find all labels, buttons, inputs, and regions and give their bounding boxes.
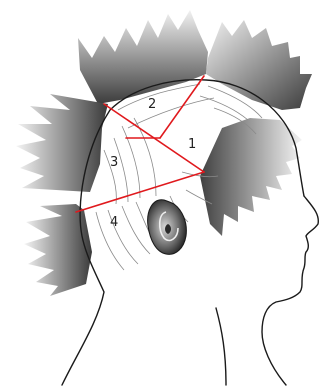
section-line-occipital: [76, 172, 204, 212]
zone-label-2: 2: [148, 97, 156, 112]
ear: [148, 200, 187, 254]
zone-label-1: 1: [188, 137, 196, 152]
zone-label-4: 4: [110, 215, 118, 230]
hair-comb-top-right: [206, 20, 312, 110]
zone-label-3: 3: [110, 155, 118, 170]
neck-back: [216, 308, 226, 385]
face-profile: [262, 196, 318, 385]
hair-comb-right: [200, 118, 302, 236]
hair-comb-left-lower: [24, 204, 92, 296]
